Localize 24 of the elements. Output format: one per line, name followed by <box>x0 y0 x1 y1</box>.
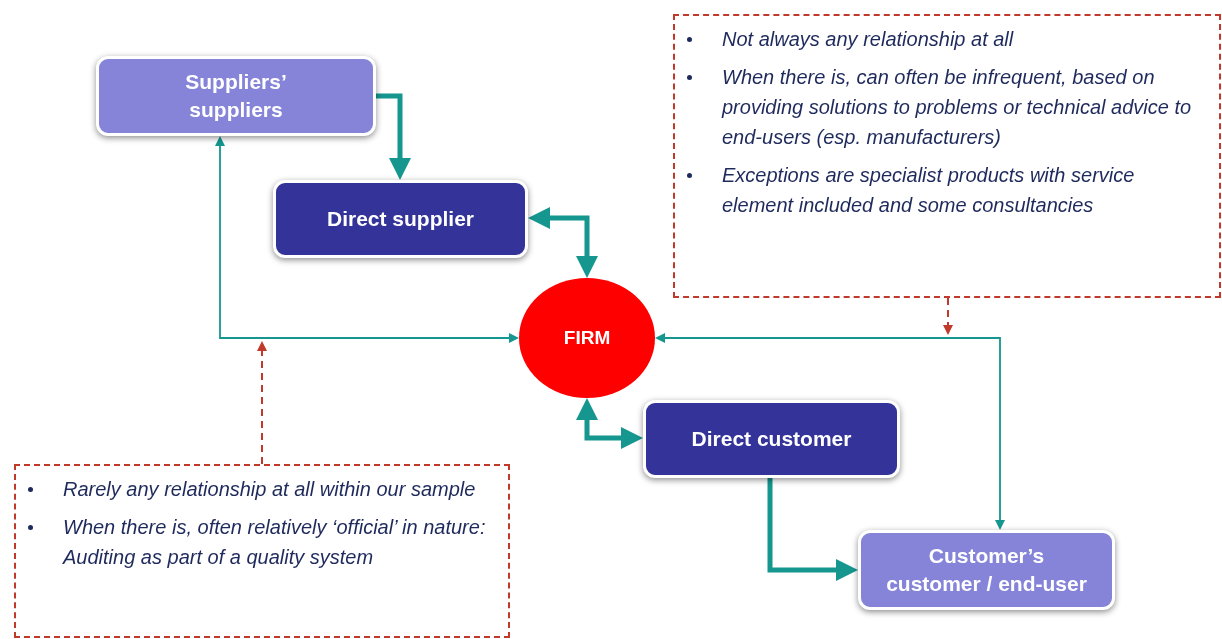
leader-line <box>943 297 953 335</box>
note-text: When there is, can often be infrequent, based on providing solutions to problems or technical advice to end-users (esp. manufacturers) <box>722 65 1193 150</box>
node-label: FIRM <box>563 326 611 350</box>
callout-box <box>14 464 510 638</box>
process-box <box>273 180 528 258</box>
arrow <box>376 93 411 180</box>
arrow <box>528 207 598 278</box>
callout-box <box>673 14 1221 298</box>
process-box <box>643 400 900 478</box>
process-box <box>96 56 376 136</box>
arrow <box>576 398 643 449</box>
node-label: Direct customer <box>691 426 852 452</box>
node-label: Customer’s customer / end-user <box>885 543 1088 597</box>
leader-line <box>257 341 267 465</box>
arrow <box>215 136 519 343</box>
arrow <box>655 333 1005 530</box>
note-text: Exceptions are specialist products with service element included and some consultancies <box>722 163 1136 218</box>
node-label: Suppliers’ suppliers <box>184 69 288 123</box>
node-label: Direct supplier <box>326 206 474 232</box>
process-box <box>858 530 1115 610</box>
note-text: Not always any relationship at all <box>722 27 1014 52</box>
note-text: Rarely any relationship at all within our sample <box>63 477 476 502</box>
note-text: When there is, often relatively ‘official’ in nature: Auditing as part of a quality system <box>63 515 487 570</box>
arrow <box>767 478 858 581</box>
